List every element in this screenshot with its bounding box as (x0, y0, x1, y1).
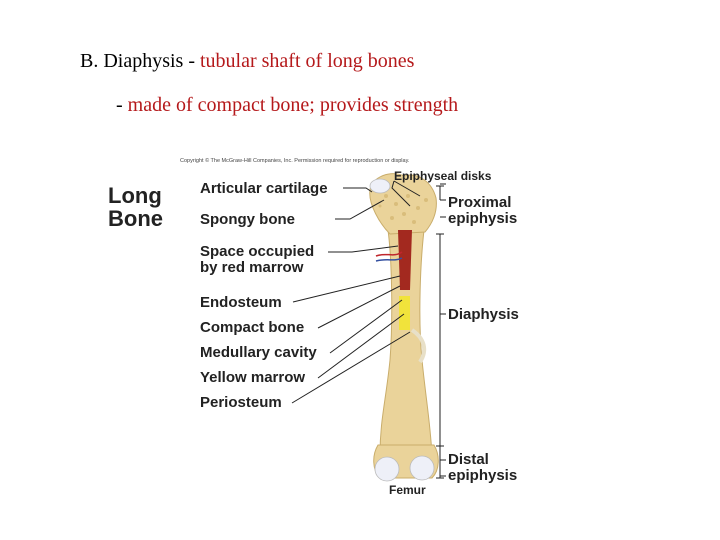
figure-caption-femur: Femur (389, 482, 426, 499)
label-distal-line-2: epiphysis (448, 467, 517, 484)
label-endosteum: Endosteum (200, 294, 282, 311)
label-space-occupied-line-1: Space occupied (200, 243, 314, 260)
label-proximal-line-2: epiphysis (448, 210, 517, 227)
articular-cartilage-distal-right (410, 456, 434, 480)
label-space-occupied-line-2: by red marrow (200, 259, 303, 276)
label-articular-cartilage: Articular cartilage (200, 180, 328, 197)
articular-cartilage-distal-left (375, 457, 399, 481)
articular-cartilage-top (370, 179, 390, 193)
label-proximal-line-1: Proximal (448, 194, 511, 211)
red-marrow (398, 230, 412, 290)
label-distal-line-1: Distal (448, 451, 489, 468)
label-medullary-cavity: Medullary cavity (200, 344, 317, 361)
label-spongy-bone: Spongy bone (200, 211, 295, 228)
label-epiphyseal-disks: Epiphyseal disks (394, 168, 491, 185)
right-brackets (436, 184, 446, 478)
label-periosteum: Periosteum (200, 394, 282, 411)
label-diaphysis: Diaphysis (448, 306, 519, 323)
label-yellow-marrow: Yellow marrow (200, 369, 305, 386)
label-compact-bone: Compact bone (200, 319, 304, 336)
